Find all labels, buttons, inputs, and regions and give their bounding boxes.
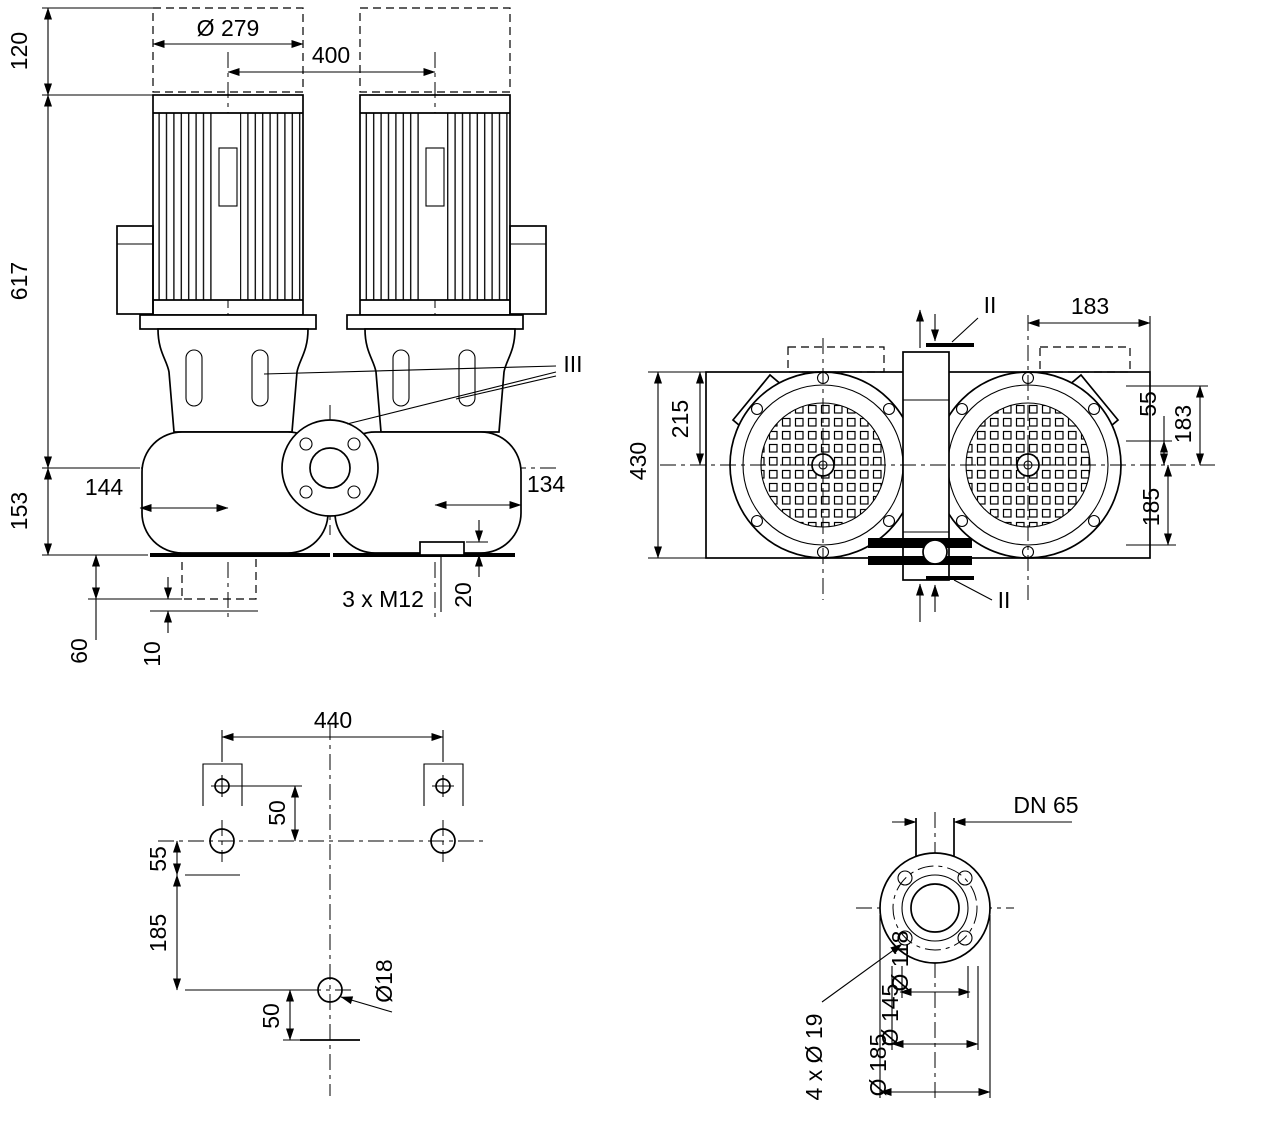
label-nominal-diameter: DN 65 [1013,792,1078,818]
motor-flange-left [139,314,317,330]
flange-face [879,852,991,964]
dim-offset-55: 55 [1135,391,1161,417]
dim-offset-183: 183 [1170,405,1196,443]
dim-offset-bottom: 50 [258,1003,284,1029]
dim-bolt-circle: Ø 145 [877,984,903,1047]
dim-depth-total: 430 [625,442,651,480]
dim-hole-diameter: Ø18 [371,959,397,1002]
lantern-window [458,349,476,407]
dim-depth-half: 215 [667,400,693,438]
nameplate-left [218,147,238,207]
foundation-view: 440 50 55 185 50 Ø18 [145,707,487,1096]
dim-motor-clearance: 120 [6,32,32,70]
dim-motor-diameter: Ø 279 [197,15,260,41]
dim-port-offset: 10 [139,641,165,667]
foundation-dimensions [173,730,444,1041]
dim-height-total: 617 [6,262,32,300]
section-marks [926,314,993,612]
dim-height-base: 153 [6,492,32,530]
suction-port-hidden [181,554,257,600]
front-dimensions [42,7,557,640]
foot-outline-right [423,763,464,806]
top-view: 183 215 430 55 183 185 II II [625,292,1215,622]
dim-motor-spacing: 400 [312,42,350,68]
hidden-box-right [1039,346,1131,373]
lantern-window [392,349,410,407]
flange-bar-upper [868,538,972,548]
lantern-left [157,328,309,433]
terminal-box-right [509,225,547,315]
lantern-window [185,349,203,407]
discharge-flange [281,419,379,517]
dim-offset-left: 144 [85,474,124,500]
motor-right [359,94,547,316]
flange-dimensions [821,818,1072,1098]
dim-bolt-holes: 4 x Ø 19 [801,1014,827,1101]
dim-offset-right: 134 [527,471,566,497]
foot-flange-right [419,541,465,556]
lantern-window [251,349,269,407]
dim-outer-diameter: Ø 185 [865,1034,891,1097]
front-view: Ø 279 400 120 617 153 144 134 60 10 20 3… [6,7,583,667]
flange-bar-lower [868,556,972,565]
label-detail-iii: III [563,351,582,377]
label-section-ii-top: II [984,292,997,318]
dim-offset-55: 55 [145,846,171,872]
dim-width-top: 183 [1071,293,1109,319]
label-tap-holes: 3 x M12 [342,586,424,612]
terminal-box-left [116,225,154,315]
dim-offset-185: 185 [1138,488,1164,526]
hidden-box-left [787,346,885,373]
dim-port-depth: 60 [66,638,92,664]
label-section-ii-bottom: II [998,587,1011,613]
dim-offset-185: 185 [145,914,171,952]
lantern-right [364,328,516,433]
dim-raised-face: Ø 118 [887,931,913,992]
flange-view: DN 65 Ø 118 Ø 145 Ø 185 4 x Ø 19 [801,792,1079,1100]
top-dimensions [648,316,1208,559]
motor-left [116,94,304,316]
motor-flange-right [346,314,524,330]
foot-outline-left [202,763,243,806]
discharge-port-top [922,539,948,565]
dim-hole-spacing: 440 [314,707,352,733]
dim-flange-thickness: 20 [450,582,476,608]
nameplate-right [425,147,445,207]
dim-offset-top: 50 [264,800,290,826]
